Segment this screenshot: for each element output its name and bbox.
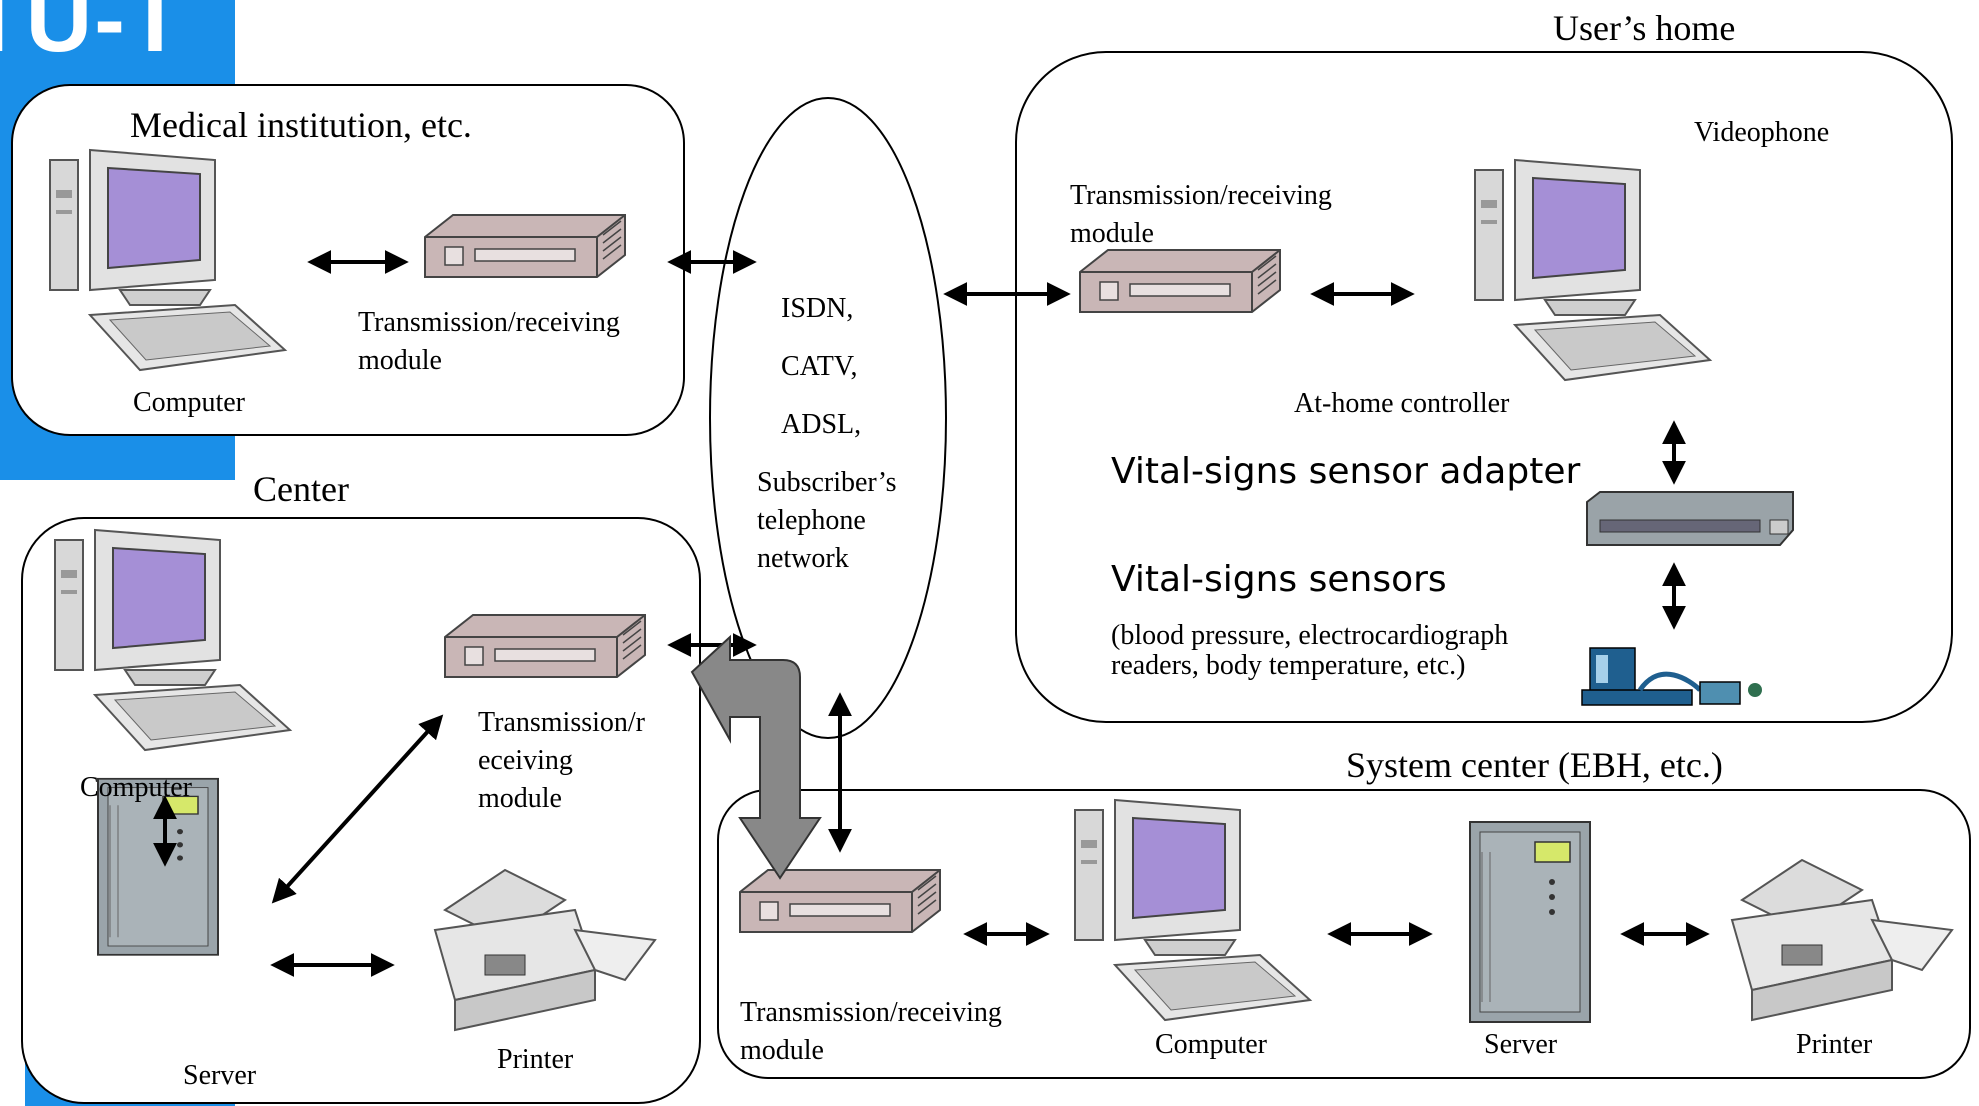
home-region-box: [1015, 51, 1953, 723]
system-module-label-2: module: [740, 1035, 824, 1066]
center-printer-label: Printer: [497, 1044, 574, 1075]
system-server-label: Server: [1484, 1029, 1558, 1060]
home-adapter-label: Vital-signs sensor adapter: [1111, 451, 1581, 492]
home-sensors-detail-2: readers, body temperature, etc.): [1111, 650, 1466, 681]
network-label-3: ADSL,: [781, 409, 862, 440]
center-computer-label: Computer: [80, 772, 192, 803]
system-module-icon: [739, 869, 941, 933]
gray-block-arrow: [690, 634, 822, 880]
center-title: Center: [253, 469, 349, 509]
home-module-label-1: Transmission/receiving: [1070, 180, 1332, 211]
network-label-2: CATV,: [781, 351, 858, 382]
medical-module-label-1: Transmission/receiving: [358, 307, 620, 338]
medical-computer-label: Computer: [133, 387, 245, 418]
center-module-label-2: eceiving: [478, 745, 573, 776]
home-module-icon: [1079, 249, 1281, 313]
system-center-title: System center (EBH, etc.): [1346, 745, 1723, 785]
system-server-icon: [1469, 821, 1591, 1023]
home-controller-label: At-home controller: [1294, 388, 1510, 419]
center-server-icon: [97, 777, 219, 956]
home-module-label-2: module: [1070, 218, 1154, 249]
medical-module-label-2: module: [358, 345, 442, 376]
medical-title: Medical institution, etc.: [130, 105, 472, 145]
network-label-4: Subscriber’s: [757, 467, 897, 498]
network-label-6: network: [757, 543, 849, 574]
medical-module-icon: [424, 214, 626, 278]
vital-sensors-icon: [1581, 647, 1762, 706]
brand-title: ITU-T: [0, 0, 186, 71]
arrow-center-server-module: [271, 714, 444, 904]
home-title: User’s home: [1553, 8, 1736, 48]
center-module-icon: [444, 614, 646, 678]
sensor-adapter-icon: [1586, 491, 1794, 546]
network-label-5: telephone: [757, 505, 866, 536]
center-server-label: Server: [183, 1060, 257, 1091]
network-label-1: ISDN,: [781, 293, 854, 324]
center-module-label-1: Transmission/r: [478, 707, 646, 738]
system-printer-label: Printer: [1796, 1029, 1873, 1060]
system-computer-label: Computer: [1155, 1029, 1267, 1060]
home-sensors-label: Vital-signs sensors: [1111, 559, 1447, 600]
center-module-label-3: module: [478, 783, 562, 814]
home-videophone-label: Videophone: [1694, 117, 1830, 148]
system-module-label-1: Transmission/receiving: [740, 997, 1002, 1028]
home-sensors-detail-1: (blood pressure, electrocardiograph: [1111, 620, 1509, 651]
